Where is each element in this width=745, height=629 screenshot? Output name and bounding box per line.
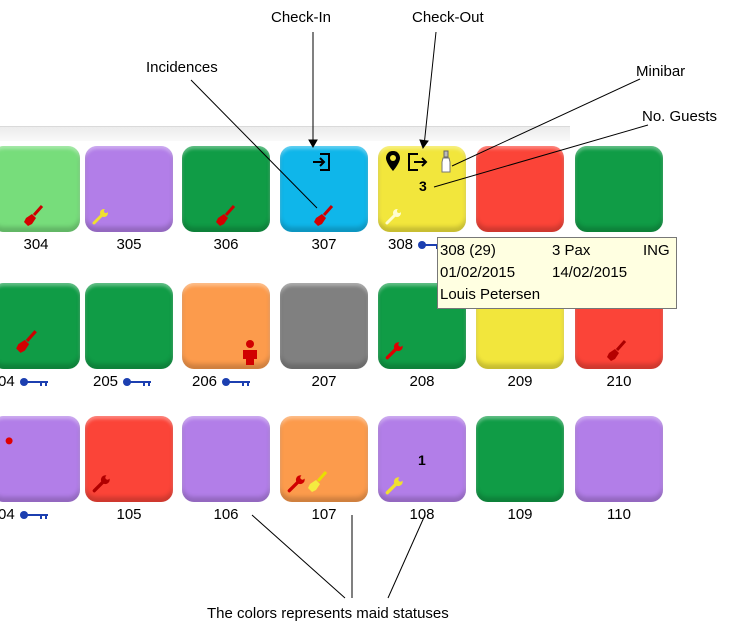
room-number: 105: [116, 506, 142, 523]
room-tile[interactable]: [182, 416, 270, 502]
annotation-incidences: Incidences: [146, 59, 218, 76]
room-number: 108: [409, 506, 435, 523]
broom-icon: [216, 205, 236, 226]
broom-icon: [308, 471, 328, 492]
room-tile[interactable]: [280, 146, 368, 232]
tooltip-pax: 3 Pax: [552, 242, 591, 259]
key-icon: [19, 377, 48, 386]
broom-icon: [607, 340, 627, 361]
room-number: 304: [23, 236, 49, 253]
room-tile[interactable]: [476, 416, 564, 502]
key-icon: [123, 377, 152, 386]
panel-top-bar: [0, 126, 570, 141]
annotation-maid-statuses: The colors represents maid statuses: [207, 605, 449, 622]
bottle-icon: [441, 150, 451, 173]
annotation-minibar: Minibar: [636, 63, 686, 80]
room-tile[interactable]: [182, 146, 270, 232]
wrench-icon: [385, 209, 401, 225]
guest-count: 3: [419, 178, 427, 194]
room-tile[interactable]: [85, 283, 173, 369]
annotation-check-out: Check-Out: [412, 9, 484, 26]
tooltip-guest-name: Louis Petersen: [440, 286, 541, 303]
room-number: 205: [85, 373, 173, 390]
room-number: 109: [507, 506, 533, 523]
wrench-icon: [92, 209, 108, 225]
room-number: 106: [213, 506, 239, 523]
room-number: 206: [182, 373, 270, 390]
room-number: 110: [607, 506, 631, 523]
key-icon: [19, 510, 48, 519]
wrench-icon: [287, 475, 305, 493]
wrench-icon: [5, 437, 13, 445]
checkin-icon: [313, 153, 330, 171]
key-icon: [222, 377, 251, 386]
room-number: 208: [409, 373, 435, 390]
room-tile[interactable]: [182, 283, 270, 369]
room-tile[interactable]: [85, 416, 173, 502]
room-tile[interactable]: [575, 146, 663, 232]
annotation-no-guests: No. Guests: [642, 108, 718, 125]
room-tile[interactable]: [280, 283, 368, 369]
room-tile[interactable]: 1: [378, 416, 466, 502]
annotation-check-in: Check-In: [271, 9, 332, 26]
wrench-icon: [385, 477, 403, 495]
room-number: 305: [116, 236, 142, 253]
room-tile[interactable]: 3: [378, 146, 466, 232]
room-tile[interactable]: [575, 416, 663, 502]
room-tile[interactable]: [85, 146, 173, 232]
broom-icon: [24, 205, 44, 226]
tooltip-language: ING: [643, 242, 670, 259]
tooltip-room: 308 (29): [440, 242, 496, 259]
room-number: 04: [0, 373, 80, 390]
room-number: 107: [311, 506, 337, 523]
room-number: 209: [507, 373, 533, 390]
room-tile[interactable]: [0, 283, 80, 369]
guest-count: 1: [418, 452, 426, 468]
wrench-icon: [385, 342, 403, 360]
room-number: 210: [606, 373, 632, 390]
room-tile[interactable]: [476, 146, 564, 232]
room-tile[interactable]: [280, 416, 368, 502]
tooltip-departure: 14/02/2015: [552, 264, 628, 281]
room-number: 207: [311, 373, 337, 390]
room-tile[interactable]: [0, 146, 80, 232]
person-icon: [243, 340, 257, 365]
location-icon: [386, 151, 400, 171]
room-tooltip: 308 (29) 3 Pax ING 01/02/2015 14/02/2015…: [437, 237, 677, 309]
wrench-icon: [92, 475, 110, 493]
broom-icon: [314, 205, 334, 226]
room-number: 308: [378, 236, 466, 253]
room-number: 307: [311, 236, 337, 253]
room-number: 04: [0, 506, 80, 523]
tooltip-arrival: 01/02/2015: [440, 264, 516, 281]
broom-icon: [16, 330, 37, 353]
checkout-icon: [408, 153, 428, 171]
room-tile[interactable]: [0, 416, 80, 502]
room-number: 306: [213, 236, 239, 253]
